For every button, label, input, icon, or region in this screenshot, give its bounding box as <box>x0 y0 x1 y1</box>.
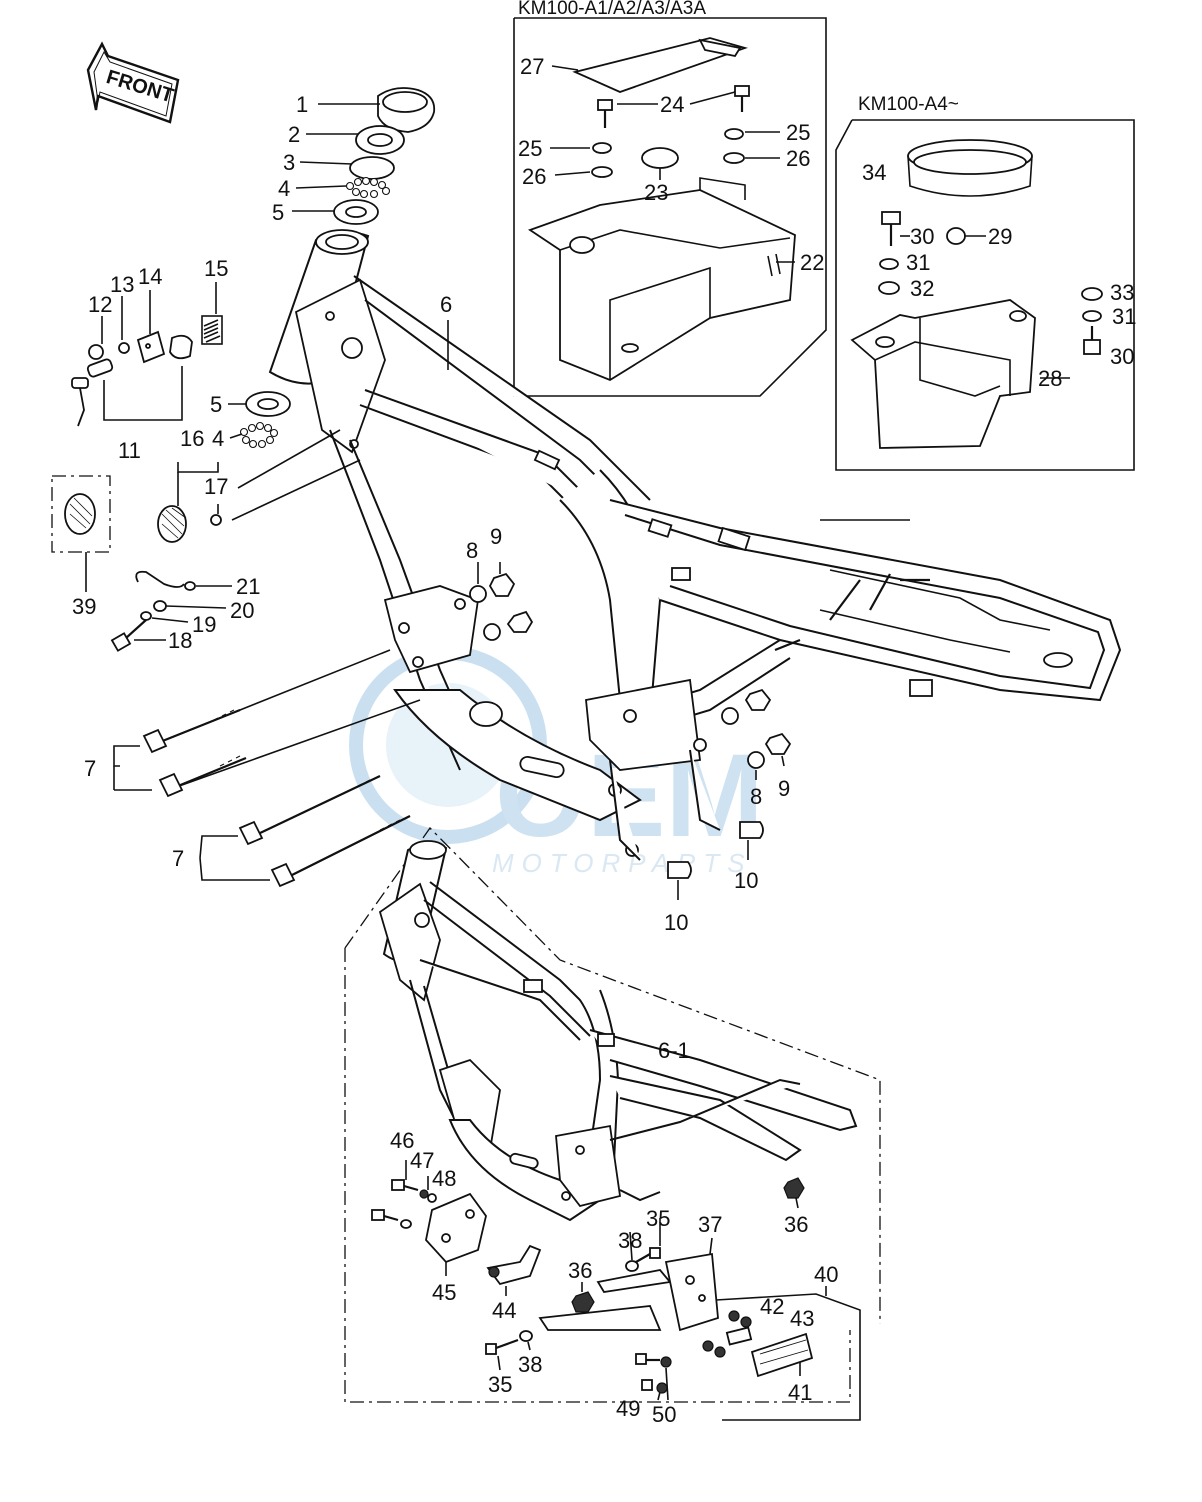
label-part-18: 18 <box>168 628 192 653</box>
lock-assembly <box>71 282 223 427</box>
rear-parts <box>371 1160 861 1421</box>
label-part-13: 13 <box>110 272 134 297</box>
label-part-50: 50 <box>652 1402 676 1427</box>
label-part-31: 31 <box>906 250 930 275</box>
kit-a-box: KM100-A1/A2/A3/A3A <box>513 0 827 397</box>
label-part-32: 32 <box>910 276 934 301</box>
label-part-45: 45 <box>432 1280 456 1305</box>
label-part-26: 26 <box>522 164 546 189</box>
label-part-8b: 8 <box>750 784 762 809</box>
label-part-19: 19 <box>192 612 216 637</box>
label-part-40: 40 <box>814 1262 838 1287</box>
label-part-41: 41 <box>788 1380 812 1405</box>
label-part-23: 23 <box>644 180 668 205</box>
label-part-37: 37 <box>698 1212 722 1237</box>
label-part-15: 15 <box>204 256 228 281</box>
nuts-washers <box>469 562 792 900</box>
kit-b-box: KM100-A4~ <box>835 94 1135 471</box>
label-part-3: 3 <box>283 150 295 175</box>
label-part-27: 27 <box>520 54 544 79</box>
frame-6-1 <box>344 826 881 1403</box>
label-part-49: 49 <box>616 1396 640 1421</box>
label-part-42: 42 <box>760 1294 784 1319</box>
label-part-30b: 30 <box>1110 344 1134 369</box>
label-part-11: 11 <box>118 438 141 463</box>
label-part-4: 4 <box>278 176 290 201</box>
label-part-33: 33 <box>1110 280 1134 305</box>
label-part-12: 12 <box>88 292 112 317</box>
label-part-9b: 9 <box>778 776 790 801</box>
label-part-22: 22 <box>800 250 824 275</box>
label-part-47: 47 <box>410 1148 434 1173</box>
reflector-assembly <box>51 429 361 652</box>
kit-a-header: KM100-A1/A2/A3/A3A <box>518 0 706 19</box>
watermark-sub: MOTORPARTS <box>492 848 753 878</box>
label-part-35b: 35 <box>488 1372 512 1397</box>
label-part-17: 17 <box>204 474 228 499</box>
kit-b-header: KM100-A4~ <box>858 94 959 115</box>
label-part-10: 10 <box>734 868 758 893</box>
label-part-20: 20 <box>230 598 254 623</box>
label-part-5: 5 <box>272 200 284 225</box>
label-part-1: 1 <box>296 92 308 117</box>
label-part-39: 39 <box>72 594 96 619</box>
mount-bolts <box>113 708 411 888</box>
main-frame <box>268 229 1122 861</box>
front-arrow-icon: FRONT <box>86 41 180 124</box>
label-part-24: 24 <box>660 92 684 117</box>
label-part-10b: 10 <box>664 910 688 935</box>
label-part-34: 34 <box>862 160 886 185</box>
label-part-36b: 36 <box>784 1212 808 1237</box>
label-part-7b: 7 <box>172 846 184 871</box>
label-part-2: 2 <box>288 122 300 147</box>
label-part-4b: 4 <box>212 426 224 451</box>
label-part-48: 48 <box>432 1166 456 1191</box>
label-part-38b: 38 <box>518 1352 542 1377</box>
label-part-21: 21 <box>236 574 260 599</box>
label-part-5b: 5 <box>210 392 222 417</box>
label-part-35: 35 <box>646 1206 670 1231</box>
label-part-29: 29 <box>988 224 1012 249</box>
label-part-44: 44 <box>492 1298 516 1323</box>
steering-stem-parts <box>228 87 436 449</box>
label-part-7: 7 <box>84 756 96 781</box>
label-part-30: 30 <box>910 224 934 249</box>
label-part-26b: 26 <box>786 146 810 171</box>
label-part-46: 46 <box>390 1128 414 1153</box>
part-labels: 1 2 3 4 5 5 4 6 6-1 7 7 8 8 9 9 10 10 11… <box>72 54 1136 1427</box>
label-part-6: 6 <box>440 292 452 317</box>
label-part-28: 28 <box>1038 366 1062 391</box>
label-part-8: 8 <box>466 538 478 563</box>
label-part-9: 9 <box>490 524 502 549</box>
label-part-31b: 31 <box>1112 304 1136 329</box>
label-part-43: 43 <box>790 1306 814 1331</box>
label-part-38: 38 <box>618 1228 642 1253</box>
label-part-25: 25 <box>518 136 542 161</box>
label-part-36: 36 <box>568 1258 592 1283</box>
label-part-16: 16 <box>180 426 204 451</box>
label-part-14: 14 <box>138 264 162 289</box>
label-part-25b: 25 <box>786 120 810 145</box>
label-part-6-1: 6-1 <box>658 1038 690 1063</box>
